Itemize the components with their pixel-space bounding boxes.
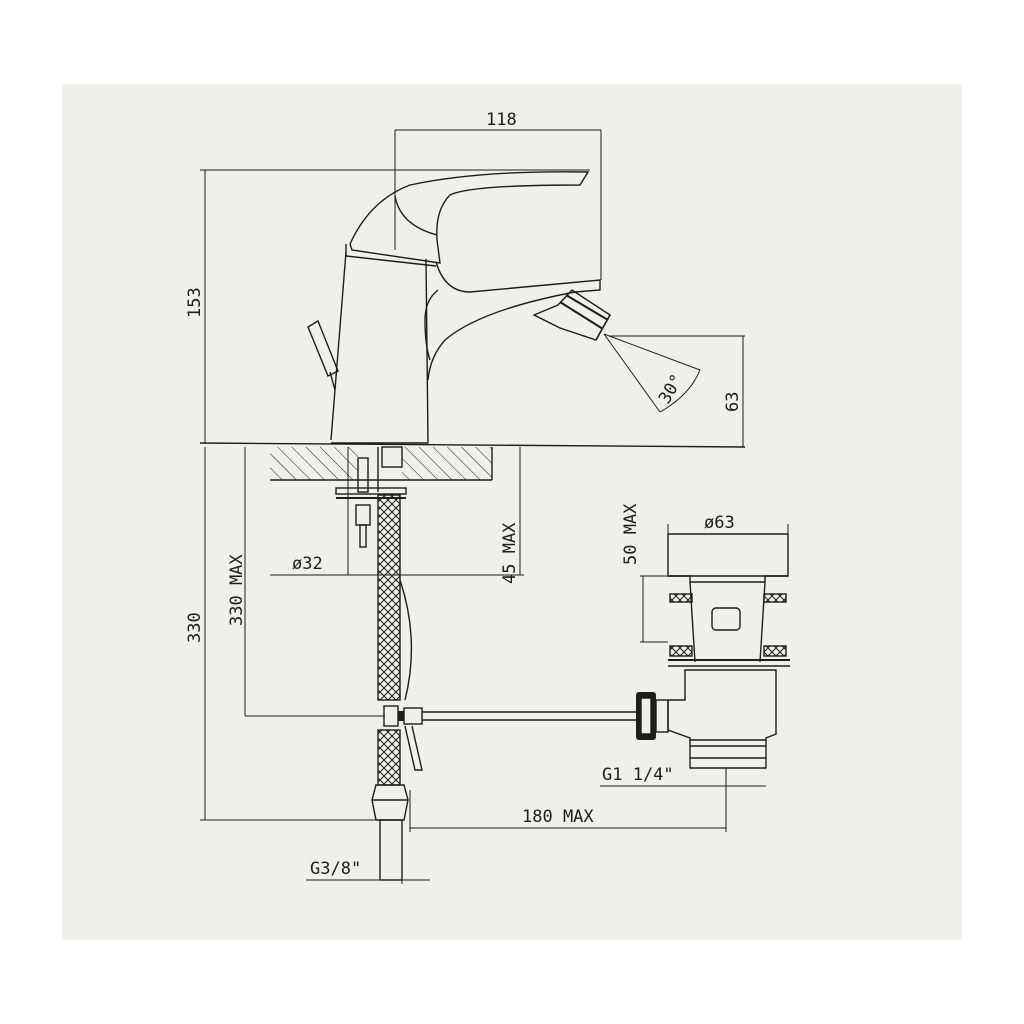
dim-63: 63: [723, 392, 743, 412]
popup-rod-knob: [307, 319, 339, 391]
mounting-hardware: [335, 446, 423, 881]
popup-linkage-rod: [422, 711, 636, 721]
dim-diameter-63: ø63: [704, 513, 735, 533]
dim-153: 153: [185, 287, 205, 318]
drawing-background: [62, 84, 962, 940]
dim-45-max: 45 MAX: [500, 522, 520, 584]
dim-180-max: 180 MAX: [522, 807, 594, 827]
dim-118: 118: [486, 110, 517, 130]
dim-diameter-32: ø32: [292, 554, 323, 574]
dim-g3-8: G3/8": [310, 859, 361, 879]
spray-nozzle: [532, 289, 611, 341]
dim-330-max: 330 MAX: [227, 554, 247, 626]
dim-330: 330: [185, 612, 205, 643]
counter-section: [270, 447, 493, 481]
dim-g1-1-4: G1 1/4": [602, 765, 674, 785]
dimension-labels: 118 153 63 30° 45 MAX ø32 330 MAX 330 ø6…: [185, 110, 743, 879]
dimension-lines: [200, 129, 789, 884]
dim-30-degrees: 30°: [655, 371, 688, 408]
faucet-body: [199, 171, 746, 448]
dim-50-max: 50 MAX: [621, 503, 641, 565]
drain-assembly: [636, 533, 790, 769]
